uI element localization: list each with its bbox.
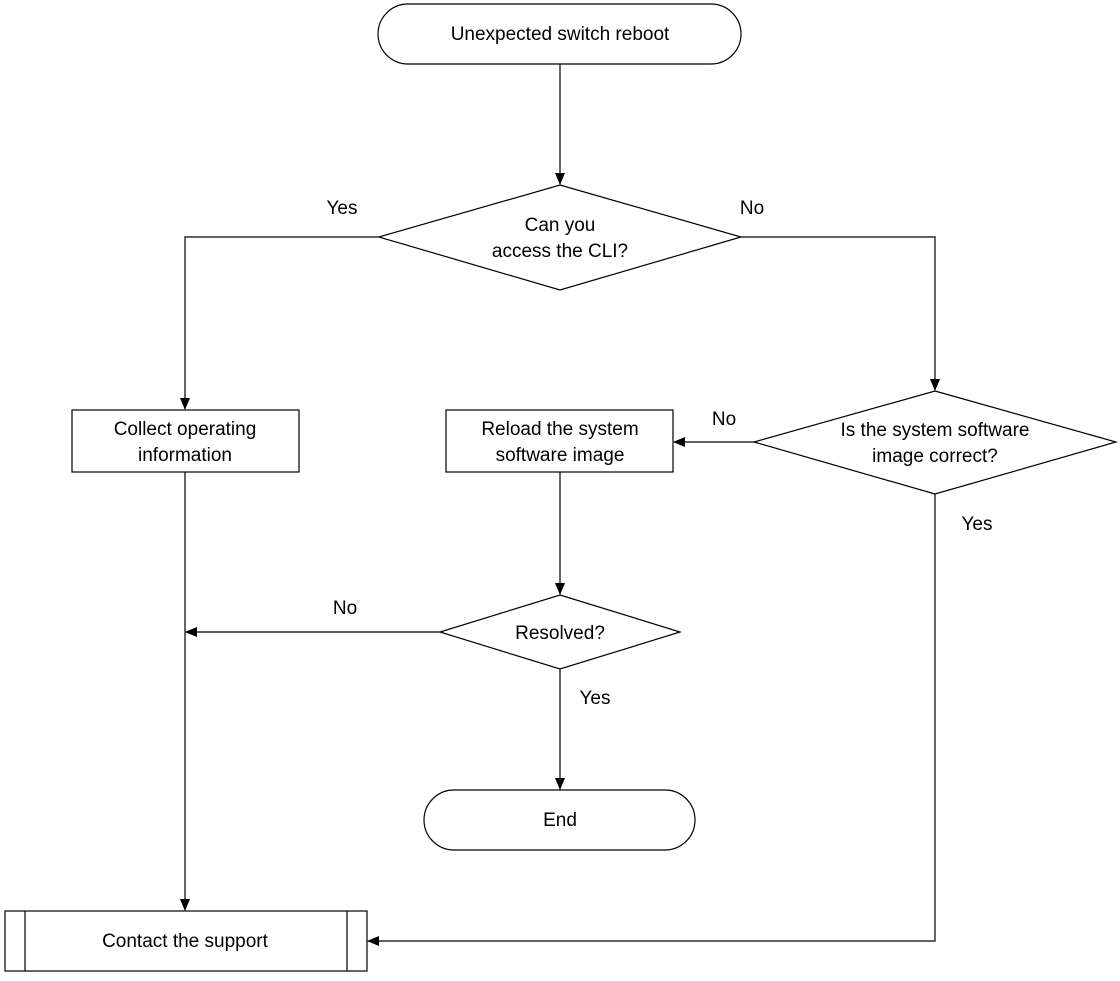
label-resolved-no: No <box>333 598 357 619</box>
label-cli-no: No <box>740 198 764 219</box>
end-label: End <box>543 810 577 831</box>
image-question-line1: Is the system software <box>840 420 1029 441</box>
contact-support-node: Contact the support <box>4 910 368 972</box>
label-image-yes: Yes <box>962 514 993 535</box>
image-question-line2: image correct? <box>872 446 998 467</box>
start-node: Unexpected switch reboot <box>377 3 742 65</box>
cli-question-line2: access the CLI? <box>492 241 628 262</box>
resolved-question: Resolved? <box>515 623 605 644</box>
reload-image-line2: software image <box>496 445 625 466</box>
label-image-no: No <box>712 409 736 430</box>
collect-info-line1: Collect operating <box>114 419 257 440</box>
contact-support-label: Contact the support <box>102 931 269 952</box>
label-cli-yes: Yes <box>327 198 358 219</box>
cli-decision-node: Can you access the CLI? <box>376 184 744 291</box>
image-decision-node: Is the system software image correct? <box>751 390 1119 495</box>
edge-image-yes <box>367 494 936 946</box>
reload-image-line1: Reload the system <box>481 419 638 440</box>
start-label: Unexpected switch reboot <box>451 24 670 45</box>
cli-question-line1: Can you <box>525 215 596 236</box>
label-resolved-yes: Yes <box>580 688 611 709</box>
edge-cli-no <box>741 236 940 391</box>
resolved-decision-node: Resolved? <box>437 594 683 670</box>
collect-info-line2: information <box>138 445 232 466</box>
collect-info-node: Collect operating information <box>71 409 300 473</box>
reload-image-node: Reload the system software image <box>445 409 674 473</box>
end-node: End <box>423 789 696 851</box>
edge-cli-yes <box>180 236 379 410</box>
